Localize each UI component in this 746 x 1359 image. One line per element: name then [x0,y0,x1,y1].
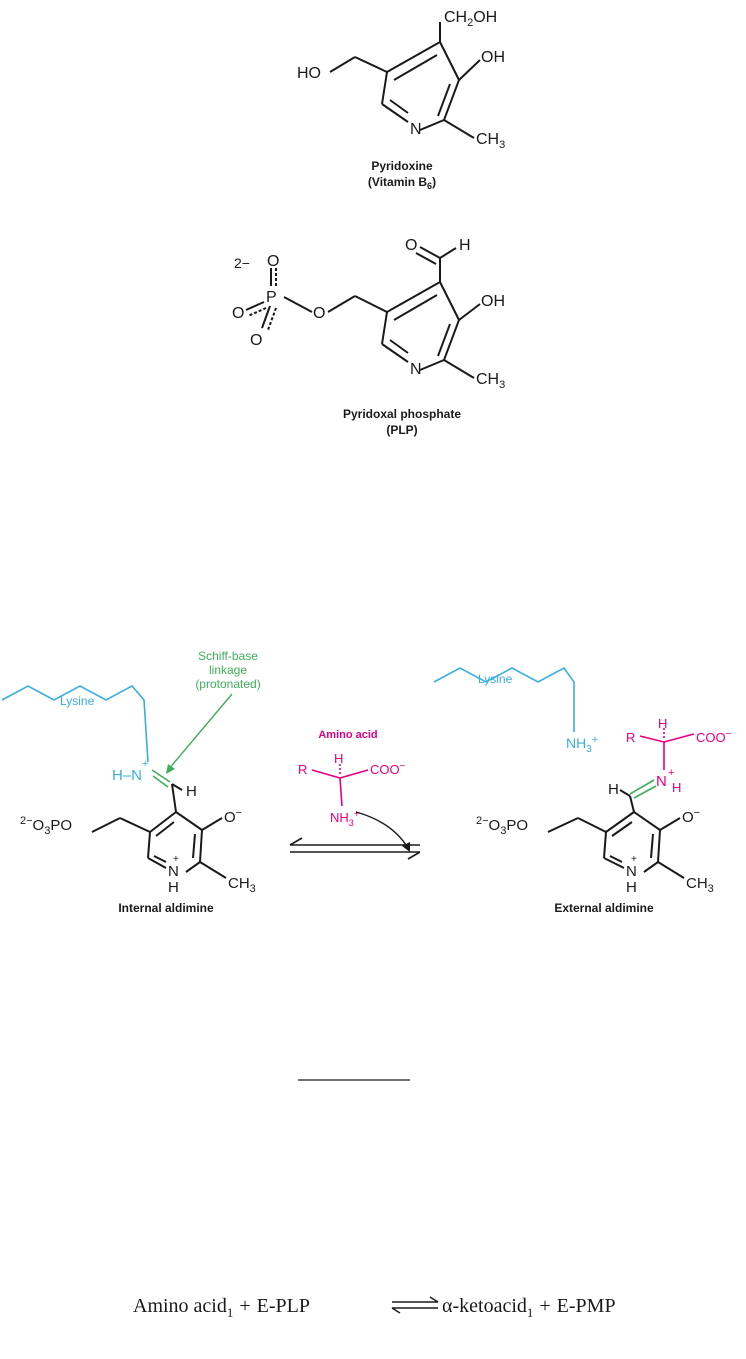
external-h-top-label: H [658,716,667,731]
external-nh3-label: NH3+ [566,734,598,755]
pyridoxine-structure [329,22,481,139]
reaction-curved-arrow-head [402,842,410,852]
amino-acid-h-label: H [334,751,343,766]
internal-ch3-label: CH3 [228,875,256,895]
internal-h-label: H [186,783,197,800]
pyridoxine-caption-vitamin: (Vitamin B6) [368,175,436,191]
pyridoxine-ch2oh-label: CH2OH [444,9,497,29]
external-n-h-label: H [672,780,681,795]
equation-lhs: Amino acid1+E-PLP [133,1295,310,1320]
external-n-plus: + [668,767,674,779]
internal-aldimine-structure [91,783,227,879]
plp-oh-label: OH [481,293,505,310]
external-ch3-label: CH3 [686,875,714,895]
external-ring-n-plus: + [631,854,637,865]
plp-h-aldehyde-label: H [459,237,471,254]
reaction-curved-arrow [355,811,409,849]
internal-o-minus-label: O− [224,807,242,826]
plp-caption-name: Pyridoxal phosphate [343,407,461,421]
amino-acid-nh3-label: NH3+ [330,809,360,828]
amino-acid-coo-label: COO− [370,761,406,777]
equation-equilibrium-arrow [391,1296,439,1314]
plp-n-label: N [410,361,422,378]
external-h-left-label: H [608,781,619,798]
internal-n-plus: + [142,758,148,770]
external-phosphate-label: 2−O3PO [476,815,528,837]
pyridoxine-ch3-label: CH3 [476,131,505,151]
plp-charge-label: 2− [234,255,250,271]
internal-schiff-double-bond [151,769,171,788]
plp-o-left-label: O [232,305,244,322]
internal-ring-n-label: N [168,863,179,880]
pyridoxine-n-label: N [410,121,422,138]
external-aldimine-structure [547,789,685,879]
plp-phosphate-bonds [245,268,277,331]
plp-o-bottom-label: O [250,332,262,349]
pyridoxine-ho-label: HO [297,65,321,82]
external-n-label: N [656,773,667,790]
plp-caption-abbrev: (PLP) [386,423,417,437]
internal-lysine-chain [1,684,149,763]
plp-ch3-label: CH3 [476,371,505,391]
schiff-base-label-line3: (protonated) [195,677,260,691]
external-ring-nh-label: H [626,879,637,896]
schiff-base-label-line2: linkage [209,663,247,677]
internal-aldimine-caption: Internal aldimine [118,901,214,915]
plp-o-top-label: O [267,253,279,270]
amino-acid-structure [311,764,369,807]
external-lysine-chain [433,666,575,732]
external-o-minus-label: O− [682,807,700,826]
external-lysine-label: Lysine [478,672,513,686]
internal-phosphate-label: 2−O3PO [20,815,72,837]
schiff-base-arrow-head [166,764,175,774]
amino-acid-r-label: R [298,762,307,777]
external-aldimine-caption: External aldimine [554,901,654,915]
schiff-base-arrow-line [167,693,233,771]
plp-p-label: P [266,289,277,306]
external-r-label: R [626,730,635,745]
internal-ring-nh-label: H [168,879,179,896]
plp-structure [283,246,481,379]
internal-ring-n-plus: + [173,854,179,865]
internal-lysine-label: Lysine [60,694,95,708]
schiff-base-label-line1: Schiff-base [198,649,258,663]
pyridoxine-oh-label: OH [481,49,505,66]
amino-acid-title: Amino acid [318,729,377,741]
external-schiff-double-bond [629,779,657,799]
external-coo-label: COO− [696,729,732,745]
internal-hn-label: H–N [112,767,142,784]
equation-rhs: α-ketoacid1+E-PMP [442,1295,616,1320]
plp-o-aldehyde-label: O [405,237,417,254]
external-amino-acid-structure [639,728,695,770]
external-ring-n-label: N [626,863,637,880]
pyridoxine-caption-name: Pyridoxine [371,159,433,173]
equilibrium-arrows [289,837,421,860]
plp-o-ester-label: O [313,305,325,322]
